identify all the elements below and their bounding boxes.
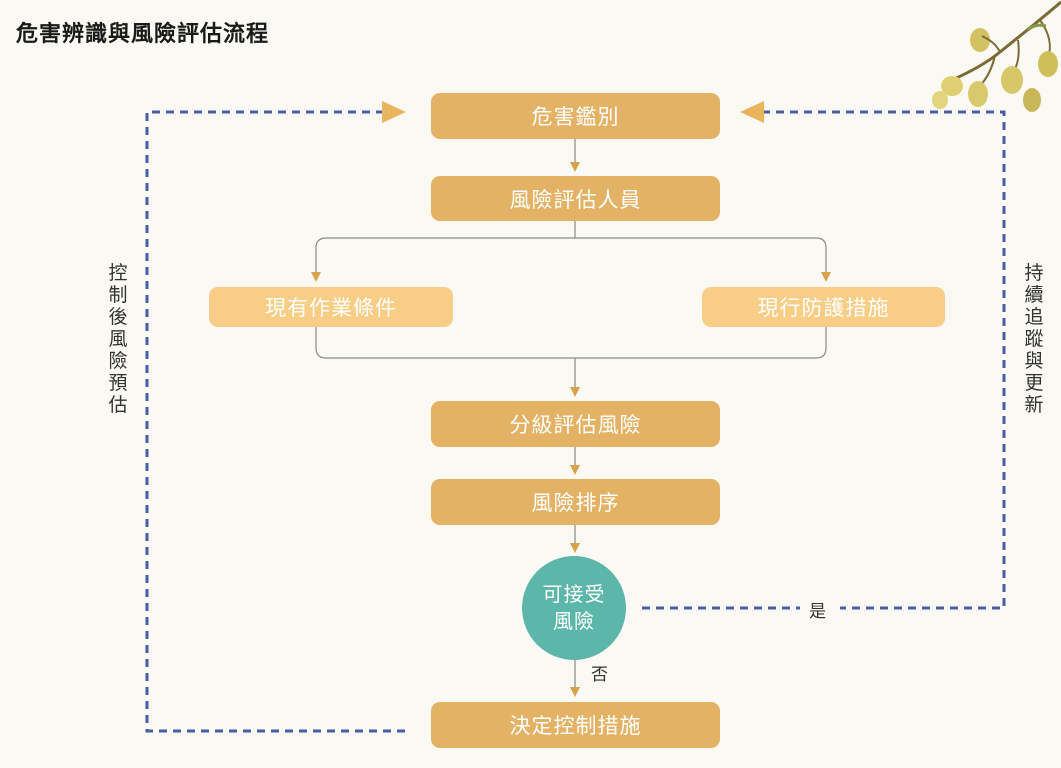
connector-merge-left bbox=[315, 327, 575, 359]
connector-branch-left bbox=[311, 237, 575, 282]
edge-label-no: 否 bbox=[591, 665, 608, 685]
node-existing-conditions: 現有作業條件 bbox=[209, 287, 453, 327]
edge-label-yes: 是 bbox=[809, 602, 826, 622]
node-control-measures-label: 決定控制措施 bbox=[509, 714, 642, 738]
decision-acceptable-risk: 可接受 風險 bbox=[522, 556, 626, 660]
node-risk-assessors-label: 風險評估人員 bbox=[509, 187, 642, 212]
yes-label-mask bbox=[800, 596, 840, 620]
node-risk-ranking-label: 風險排序 bbox=[531, 491, 620, 515]
decision-line1: 可接受 bbox=[542, 582, 606, 606]
decision-line2: 風險 bbox=[553, 609, 595, 633]
loop-right-arrowhead bbox=[740, 101, 764, 123]
node-graded-assessment: 分級評估風險 bbox=[431, 401, 720, 447]
loop-left-dashed bbox=[145, 110, 405, 733]
node-current-protection-label: 現行防護措施 bbox=[757, 296, 890, 320]
connector-branch-right bbox=[575, 237, 831, 282]
node-risk-ranking: 風險排序 bbox=[431, 479, 720, 525]
node-current-protection: 現行防護措施 bbox=[702, 287, 945, 327]
connector-merge-right bbox=[575, 327, 827, 359]
page-title: 危害辨識與風險評估流程 bbox=[16, 22, 270, 47]
node-existing-conditions-label: 現有作業條件 bbox=[265, 296, 397, 320]
loop-left-arrowhead bbox=[382, 101, 406, 123]
side-label-left: 控制後風險預估 bbox=[108, 262, 128, 416]
flower-branch-decoration bbox=[932, 0, 1061, 112]
node-hazard-identification: 危害鑑別 bbox=[431, 93, 720, 139]
side-label-right: 持續追蹤與更新 bbox=[1024, 262, 1044, 416]
node-graded-assessment-label: 分級評估風險 bbox=[509, 413, 642, 437]
loop-right-dashed bbox=[642, 110, 1006, 610]
node-control-measures: 決定控制措施 bbox=[431, 702, 720, 748]
node-hazard-identification-label: 危害鑑別 bbox=[531, 105, 620, 129]
node-risk-assessors: 風險評估人員 bbox=[431, 176, 720, 221]
